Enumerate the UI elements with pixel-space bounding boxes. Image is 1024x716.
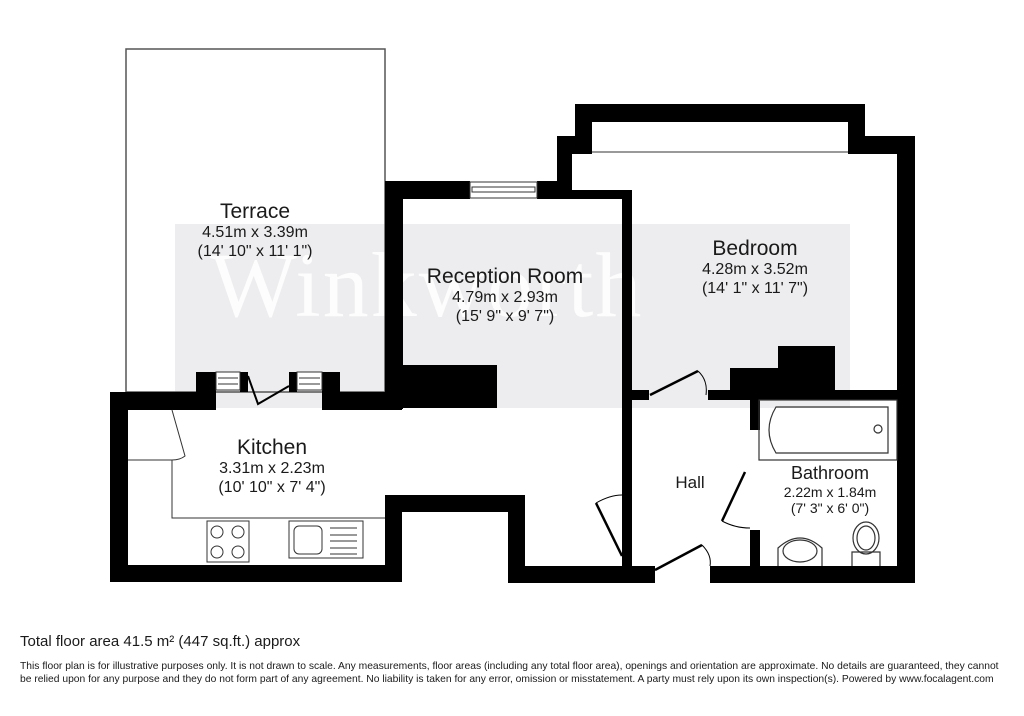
terrace-label: Terrace 4.51m x 3.39m (14' 10" x 11' 1") <box>165 200 345 261</box>
reception-window <box>469 181 538 199</box>
kitchen-counter <box>128 409 385 563</box>
room-metric: 4.79m x 2.93m <box>452 289 558 307</box>
terrace-door-swing <box>247 375 290 406</box>
bedroom-walls <box>557 104 915 583</box>
room-imperial: (10' 10" x 7' 4") <box>218 478 326 496</box>
kitchen-walls <box>110 372 915 583</box>
total-floor-area: Total floor area 41.5 m² (447 sq.ft.) ap… <box>20 633 301 650</box>
room-name: Hall <box>675 473 705 492</box>
room-name: Bathroom <box>790 463 870 483</box>
kitchen-label: Kitchen 3.31m x 2.23m (10' 10" x 7' 4") <box>182 436 362 497</box>
bathroom-fixtures <box>758 399 898 566</box>
room-imperial: (14' 1" x 11' 7") <box>701 279 809 297</box>
room-imperial: (15' 9" x 9' 7") <box>455 307 555 325</box>
room-name: Terrace <box>219 200 291 223</box>
room-metric: 2.22m x 1.84m <box>783 483 877 500</box>
room-imperial: (14' 10" x 11' 1") <box>197 242 313 260</box>
room-metric: 4.51m x 3.39m <box>202 224 308 242</box>
doors <box>594 369 751 572</box>
room-metric: 3.31m x 2.23m <box>219 460 325 478</box>
bedroom-label: Bedroom 4.28m x 3.52m (14' 1" x 11' 7") <box>665 237 845 298</box>
terrace-doors <box>215 371 323 391</box>
disclaimer: This floor plan is for illustrative purp… <box>20 661 999 685</box>
room-imperial: (7' 3" x 6' 0") <box>790 499 870 516</box>
hall-label: Hall <box>650 473 730 493</box>
room-metric: 4.28m x 3.52m <box>702 261 808 279</box>
bathroom-label: Bathroom 2.22m x 1.84m (7' 3" x 6' 0") <box>765 463 895 516</box>
watermark-text: Winkworth <box>210 234 644 336</box>
room-name: Reception Room <box>426 265 584 288</box>
room-name: Kitchen <box>236 436 308 459</box>
room-name: Bedroom <box>712 237 798 260</box>
reception-walls <box>385 181 632 565</box>
floor-plan <box>110 48 915 583</box>
reception-label: Reception Room 4.79m x 2.93m (15' 9" x 9… <box>405 265 605 326</box>
